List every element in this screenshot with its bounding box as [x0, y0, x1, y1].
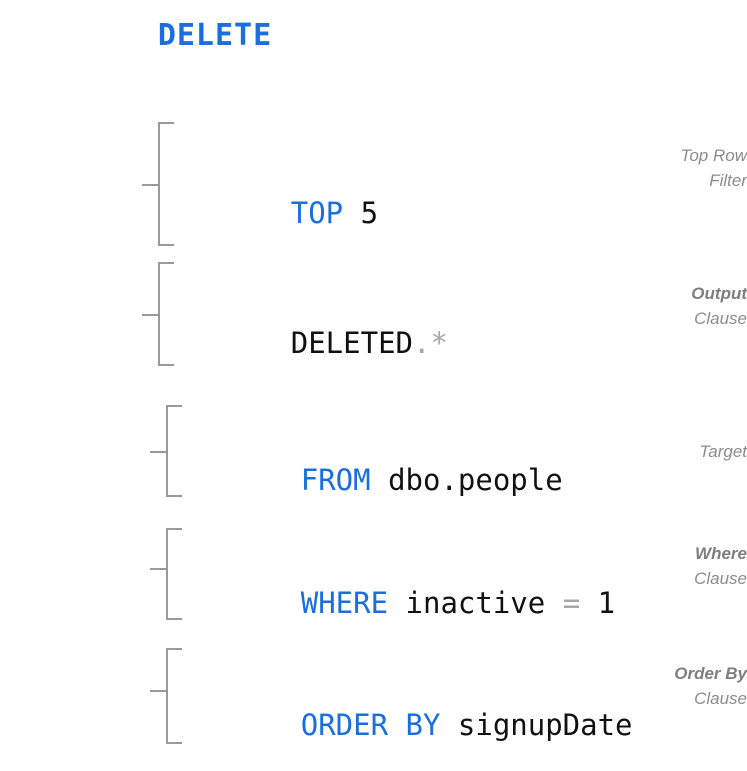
brace-stem [158, 262, 160, 366]
brace-tick-middle [150, 690, 167, 692]
syntax-row-order-by-clause: Order By Clause ORDER BY signupDate [0, 648, 747, 748]
sql-literal: 5 [360, 196, 379, 230]
syntax-row-target: Target FROM dbo.people [0, 405, 747, 501]
row-label-line: Output [691, 284, 747, 303]
sql-column: inactive [405, 586, 546, 620]
brace-tick-bottom [166, 495, 182, 497]
brace-output-clause [142, 262, 176, 366]
brace-tick-middle [150, 451, 167, 453]
row-label-line: Order By [674, 664, 747, 683]
sql-space [545, 586, 562, 620]
sql-identifier: signupDate [457, 708, 633, 742]
brace-tick-bottom [166, 618, 182, 620]
brace-stem [158, 122, 160, 246]
brace-where-clause [150, 528, 184, 620]
row-label-line: Clause [694, 688, 747, 708]
sql-space [343, 196, 360, 230]
brace-tick-top [166, 405, 182, 407]
brace-tick-top [158, 262, 174, 264]
sql-identifier: dbo.people [388, 463, 563, 497]
sql-space [440, 708, 457, 742]
sql-star: * [430, 326, 448, 360]
brace-tick-bottom [158, 364, 174, 366]
row-label-line: Top Row [680, 146, 747, 165]
brace-tick-top [158, 122, 174, 124]
sql-space [371, 463, 388, 497]
row-label-line: Filter [709, 170, 747, 190]
page-title: DELETE [157, 18, 273, 53]
brace-tick-middle [142, 314, 159, 316]
brace-tick-middle [150, 568, 167, 570]
code-top-clause: TOP 5 [186, 170, 378, 257]
sql-keyword: TOP [290, 196, 344, 230]
brace-stem [166, 648, 168, 744]
sql-punctuation: . [412, 326, 431, 360]
brace-order-by-clause [150, 648, 184, 744]
brace-tick-bottom [158, 244, 174, 246]
brace-stem [166, 405, 168, 497]
row-label-line: Clause [694, 308, 747, 328]
row-label-target: Target [607, 440, 747, 465]
code-where-clause: WHERE inactive = 1 [196, 560, 615, 647]
row-label-output-clause: Output Clause [607, 282, 747, 331]
brace-tick-top [166, 648, 182, 650]
syntax-row-top-row-filter: Top Row Filter TOP 5 [0, 122, 747, 248]
brace-top-row-filter [142, 122, 176, 246]
brace-tick-top [166, 528, 182, 530]
brace-stem [166, 528, 168, 620]
syntax-row-output-clause: Output Clause DELETED.* [0, 262, 747, 372]
sql-keyword: FROM [300, 463, 371, 497]
row-label-top-row-filter: Top Row Filter [607, 144, 747, 193]
syntax-row-where-clause: Where Clause WHERE inactive = 1 [0, 528, 747, 624]
code-order-by-clause: ORDER BY signupDate [196, 682, 633, 769]
sql-operator: = [562, 586, 581, 620]
sql-space [388, 586, 405, 620]
sql-space [580, 586, 597, 620]
code-from-clause: FROM dbo.people [196, 437, 563, 524]
row-label-where-clause: Where Clause [607, 542, 747, 591]
row-label-line: Clause [694, 568, 747, 588]
brace-target [150, 405, 184, 497]
brace-tick-bottom [166, 742, 182, 744]
sql-keyword: WHERE [300, 586, 389, 620]
sql-literal: 1 [597, 586, 616, 620]
sql-identifier: DELETED [290, 326, 413, 360]
row-label-line: Target [699, 442, 747, 461]
row-label-order-by-clause: Order By Clause [607, 662, 747, 711]
row-label-line: Where [695, 544, 747, 563]
brace-tick-middle [142, 184, 159, 186]
code-output-clause: DELETED.* [186, 300, 448, 387]
sql-keyword: ORDER BY [300, 708, 441, 742]
